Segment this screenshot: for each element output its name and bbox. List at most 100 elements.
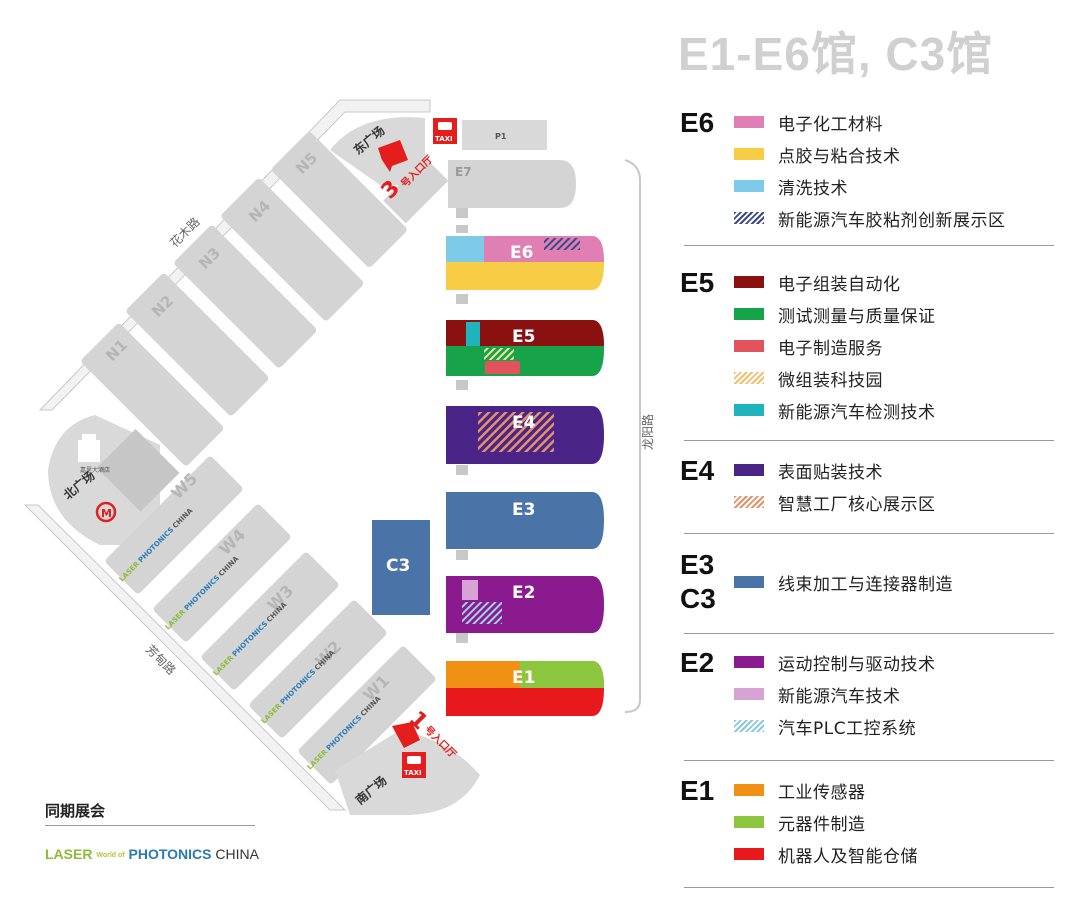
laser-photonics-logo: LASER World of PHOTONICS CHINA bbox=[45, 846, 259, 862]
legend-item: 清洗技术 bbox=[734, 174, 848, 199]
legend-item: 汽车PLC工控系统 bbox=[734, 714, 917, 739]
legend-swatch bbox=[734, 784, 764, 796]
hall-e4-block[interactable] bbox=[446, 406, 604, 464]
hall-e5-block[interactable] bbox=[446, 320, 604, 376]
w-halls bbox=[105, 456, 436, 784]
legend-divider bbox=[684, 760, 1054, 761]
legend-label: 点胶与粘合技术 bbox=[778, 146, 901, 167]
legend-divider bbox=[684, 633, 1054, 634]
legend-hall-code: E3 bbox=[680, 549, 715, 580]
e-connectors bbox=[456, 208, 468, 643]
hall-p1[interactable]: P1 bbox=[495, 132, 507, 141]
legend-divider bbox=[684, 440, 1054, 441]
legend-label: 测试测量与质量保证 bbox=[778, 306, 936, 327]
legend-label: 新能源汽车技术 bbox=[778, 686, 901, 707]
road-longyang: 龙阳路 bbox=[640, 414, 655, 450]
hall-e1[interactable]: E1 bbox=[512, 668, 535, 688]
hall-c3-block[interactable] bbox=[372, 520, 430, 615]
hall-e7[interactable]: E7 bbox=[455, 165, 472, 179]
legend-hall-code: C3 bbox=[680, 583, 716, 614]
hotel-label: 嘉里大酒店 bbox=[80, 466, 110, 474]
hall-e3-block[interactable] bbox=[446, 492, 604, 549]
legend-item: 元器件制造 bbox=[734, 810, 866, 835]
legend-swatch bbox=[734, 816, 764, 828]
legend-label: 工业传感器 bbox=[778, 782, 866, 803]
legend-label: 智慧工厂核心展示区 bbox=[778, 494, 936, 515]
entrance-3-marker bbox=[378, 140, 408, 172]
legend-swatch bbox=[734, 212, 764, 224]
hall-e5[interactable]: E5 bbox=[512, 327, 535, 347]
hall-e6-block[interactable] bbox=[446, 236, 604, 290]
legend-label: 新能源汽车胶粘剂创新展示区 bbox=[778, 210, 1006, 231]
legend-label: 汽车PLC工控系统 bbox=[778, 718, 917, 739]
legend-item: 点胶与粘合技术 bbox=[734, 142, 901, 167]
legend-swatch bbox=[734, 688, 764, 700]
legend-label: 新能源汽车检测技术 bbox=[778, 402, 936, 423]
hall-p1-block bbox=[462, 120, 547, 150]
hotel-icon bbox=[78, 434, 100, 462]
legend-item: 运动控制与驱动技术 bbox=[734, 650, 936, 675]
legend-swatch bbox=[734, 340, 764, 352]
legend-divider bbox=[684, 245, 1054, 246]
legend-label: 清洗技术 bbox=[778, 178, 848, 199]
svg-text:M: M bbox=[101, 507, 112, 520]
perimeter-road bbox=[38, 99, 431, 411]
legend-hall-code: E5 bbox=[680, 267, 715, 298]
legend-divider bbox=[684, 533, 1054, 534]
legend-item: 线束加工与连接器制造 bbox=[734, 570, 953, 595]
legend-label: 元器件制造 bbox=[778, 814, 866, 835]
hall-e2[interactable]: E2 bbox=[512, 583, 535, 603]
legend-divider bbox=[684, 887, 1054, 888]
hall-e3[interactable]: E3 bbox=[512, 500, 535, 520]
north-annex bbox=[96, 428, 180, 512]
legend-swatch bbox=[734, 116, 764, 128]
hall-e1-block[interactable] bbox=[446, 661, 604, 716]
legend-hall-code: E2 bbox=[680, 647, 715, 678]
perimeter-road-east bbox=[624, 159, 641, 713]
legend-item: 新能源汽车胶粘剂创新展示区 bbox=[734, 206, 1006, 231]
hall-e4[interactable]: E4 bbox=[512, 413, 536, 433]
taxi-label-south: TAXI bbox=[404, 769, 422, 777]
legend-item: 电子组装自动化 bbox=[734, 270, 901, 295]
metro-icon: M bbox=[95, 501, 117, 523]
legend-label: 电子制造服务 bbox=[778, 338, 883, 359]
concurrent-title: 同期展会 bbox=[45, 802, 106, 820]
legend-swatch bbox=[734, 496, 764, 508]
legend-item: 测试测量与质量保证 bbox=[734, 302, 936, 327]
legend-swatch bbox=[734, 148, 764, 160]
legend-swatch bbox=[734, 404, 764, 416]
east-plaza bbox=[330, 117, 425, 185]
legend-label: 电子组装自动化 bbox=[778, 274, 901, 295]
entrance-3-hall bbox=[383, 158, 449, 224]
legend-item: 表面贴装技术 bbox=[734, 458, 883, 483]
perimeter-road-west bbox=[23, 504, 347, 811]
legend-swatch bbox=[734, 576, 764, 588]
hall-e7-block[interactable] bbox=[448, 160, 576, 208]
legend-label: 机器人及智能仓储 bbox=[778, 846, 918, 867]
legend-swatch bbox=[734, 656, 764, 668]
legend-label: 电子化工材料 bbox=[778, 114, 883, 135]
legend-label: 线束加工与连接器制造 bbox=[778, 574, 953, 595]
legend-label: 表面贴装技术 bbox=[778, 462, 883, 483]
legend-swatch bbox=[734, 848, 764, 860]
legend-swatch bbox=[734, 464, 764, 476]
legend-label: 运动控制与驱动技术 bbox=[778, 654, 936, 675]
hall-e6[interactable]: E6 bbox=[510, 243, 533, 263]
page-title: E1-E6馆, C3馆 bbox=[678, 28, 994, 80]
hall-e2-block[interactable] bbox=[446, 576, 604, 633]
legend-item: 机器人及智能仓储 bbox=[734, 842, 918, 867]
legend-label: 微组装科技园 bbox=[778, 370, 883, 391]
legend-swatch bbox=[734, 308, 764, 320]
legend-item: 智慧工厂核心展示区 bbox=[734, 490, 936, 515]
entrance-1-marker bbox=[392, 722, 420, 748]
legend-item: 电子制造服务 bbox=[734, 334, 883, 359]
legend-item: 新能源汽车技术 bbox=[734, 682, 901, 707]
legend-swatch bbox=[734, 372, 764, 384]
legend-hall-code: E1 bbox=[680, 775, 715, 806]
legend-item: 电子化工材料 bbox=[734, 110, 883, 135]
taxi-icon-south bbox=[402, 752, 426, 778]
legend-hall-code: E6 bbox=[680, 107, 715, 138]
legend-item: 新能源汽车检测技术 bbox=[734, 398, 936, 423]
hall-c3[interactable]: C3 bbox=[386, 556, 410, 576]
